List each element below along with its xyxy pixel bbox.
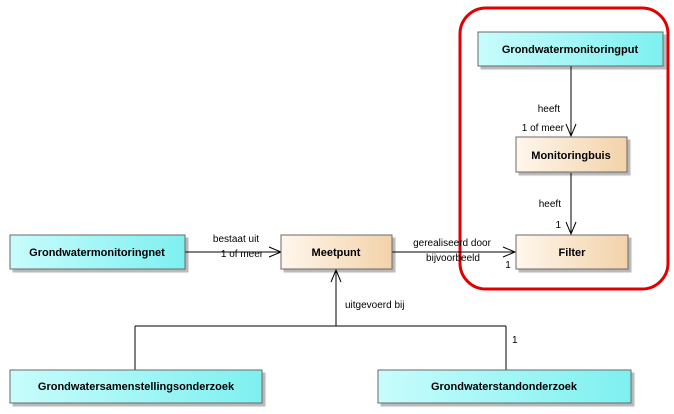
arrowhead-meetpunt-filter <box>502 246 517 258</box>
node-monitoringbuis[interactable]: Monitoringbuis <box>515 136 628 173</box>
node-box <box>9 234 186 270</box>
node-grondwatermonitoringnet[interactable]: Grondwatermonitoringnet <box>9 234 186 270</box>
arrowhead-onderzoek-meetpunt <box>330 268 342 283</box>
node-label: Grondwaterstandonderzoek <box>431 381 578 393</box>
label-net-meetpunt-multiplicity: 1 of meer <box>221 249 264 260</box>
node-label: Grondwatersamenstellingsonderzoek <box>38 381 235 393</box>
label-onderzoek-meetpunt-multiplicity: 1 <box>512 335 518 346</box>
node-label: Filter <box>559 247 587 259</box>
node-grondwaterstandonderzoek[interactable]: Grondwaterstandonderzoek <box>377 369 632 404</box>
edges <box>134 66 577 370</box>
node-label: Grondwatermonitoringnet <box>29 247 165 259</box>
node-label: Monitoringbuis <box>531 150 610 162</box>
label-put-buis-multiplicity: 1 of meer <box>522 123 565 134</box>
label-meetpunt-filter-multiplicity: 1 <box>505 260 511 271</box>
label-put-buis-role: heeft <box>538 104 560 115</box>
arrowhead-put-buis <box>565 123 577 138</box>
node-filter[interactable]: Filter <box>515 234 629 270</box>
label-buis-filter-role: heeft <box>539 199 561 210</box>
node-box <box>477 31 664 67</box>
node-box <box>515 234 629 270</box>
label-buis-filter-multiplicity: 1 <box>555 220 561 231</box>
node-label: Meetpunt <box>312 247 361 259</box>
label-onderzoek-meetpunt-role: uitgevoerd bij <box>345 300 404 311</box>
node-box <box>377 369 632 404</box>
node-meetpunt[interactable]: Meetpunt <box>280 234 393 270</box>
arrowhead-buis-filter <box>565 221 577 236</box>
label-meetpunt-filter-role-cont: bijvoorbeeld <box>426 253 480 264</box>
label-net-meetpunt-role: bestaat uit <box>213 234 259 245</box>
highlight-frame <box>458 6 670 291</box>
label-meetpunt-filter-role: gerealiseerd door <box>413 238 491 249</box>
node-box <box>280 234 393 270</box>
node-label: Grondwatermonitoringput <box>502 44 639 56</box>
node-grondwatermonitoringput[interactable]: Grondwatermonitoringput <box>477 31 664 67</box>
node-grondwatersamenstellingsonderzoek[interactable]: Grondwatersamenstellingsonderzoek <box>9 369 263 404</box>
node-box <box>9 369 263 404</box>
node-box <box>515 136 628 173</box>
